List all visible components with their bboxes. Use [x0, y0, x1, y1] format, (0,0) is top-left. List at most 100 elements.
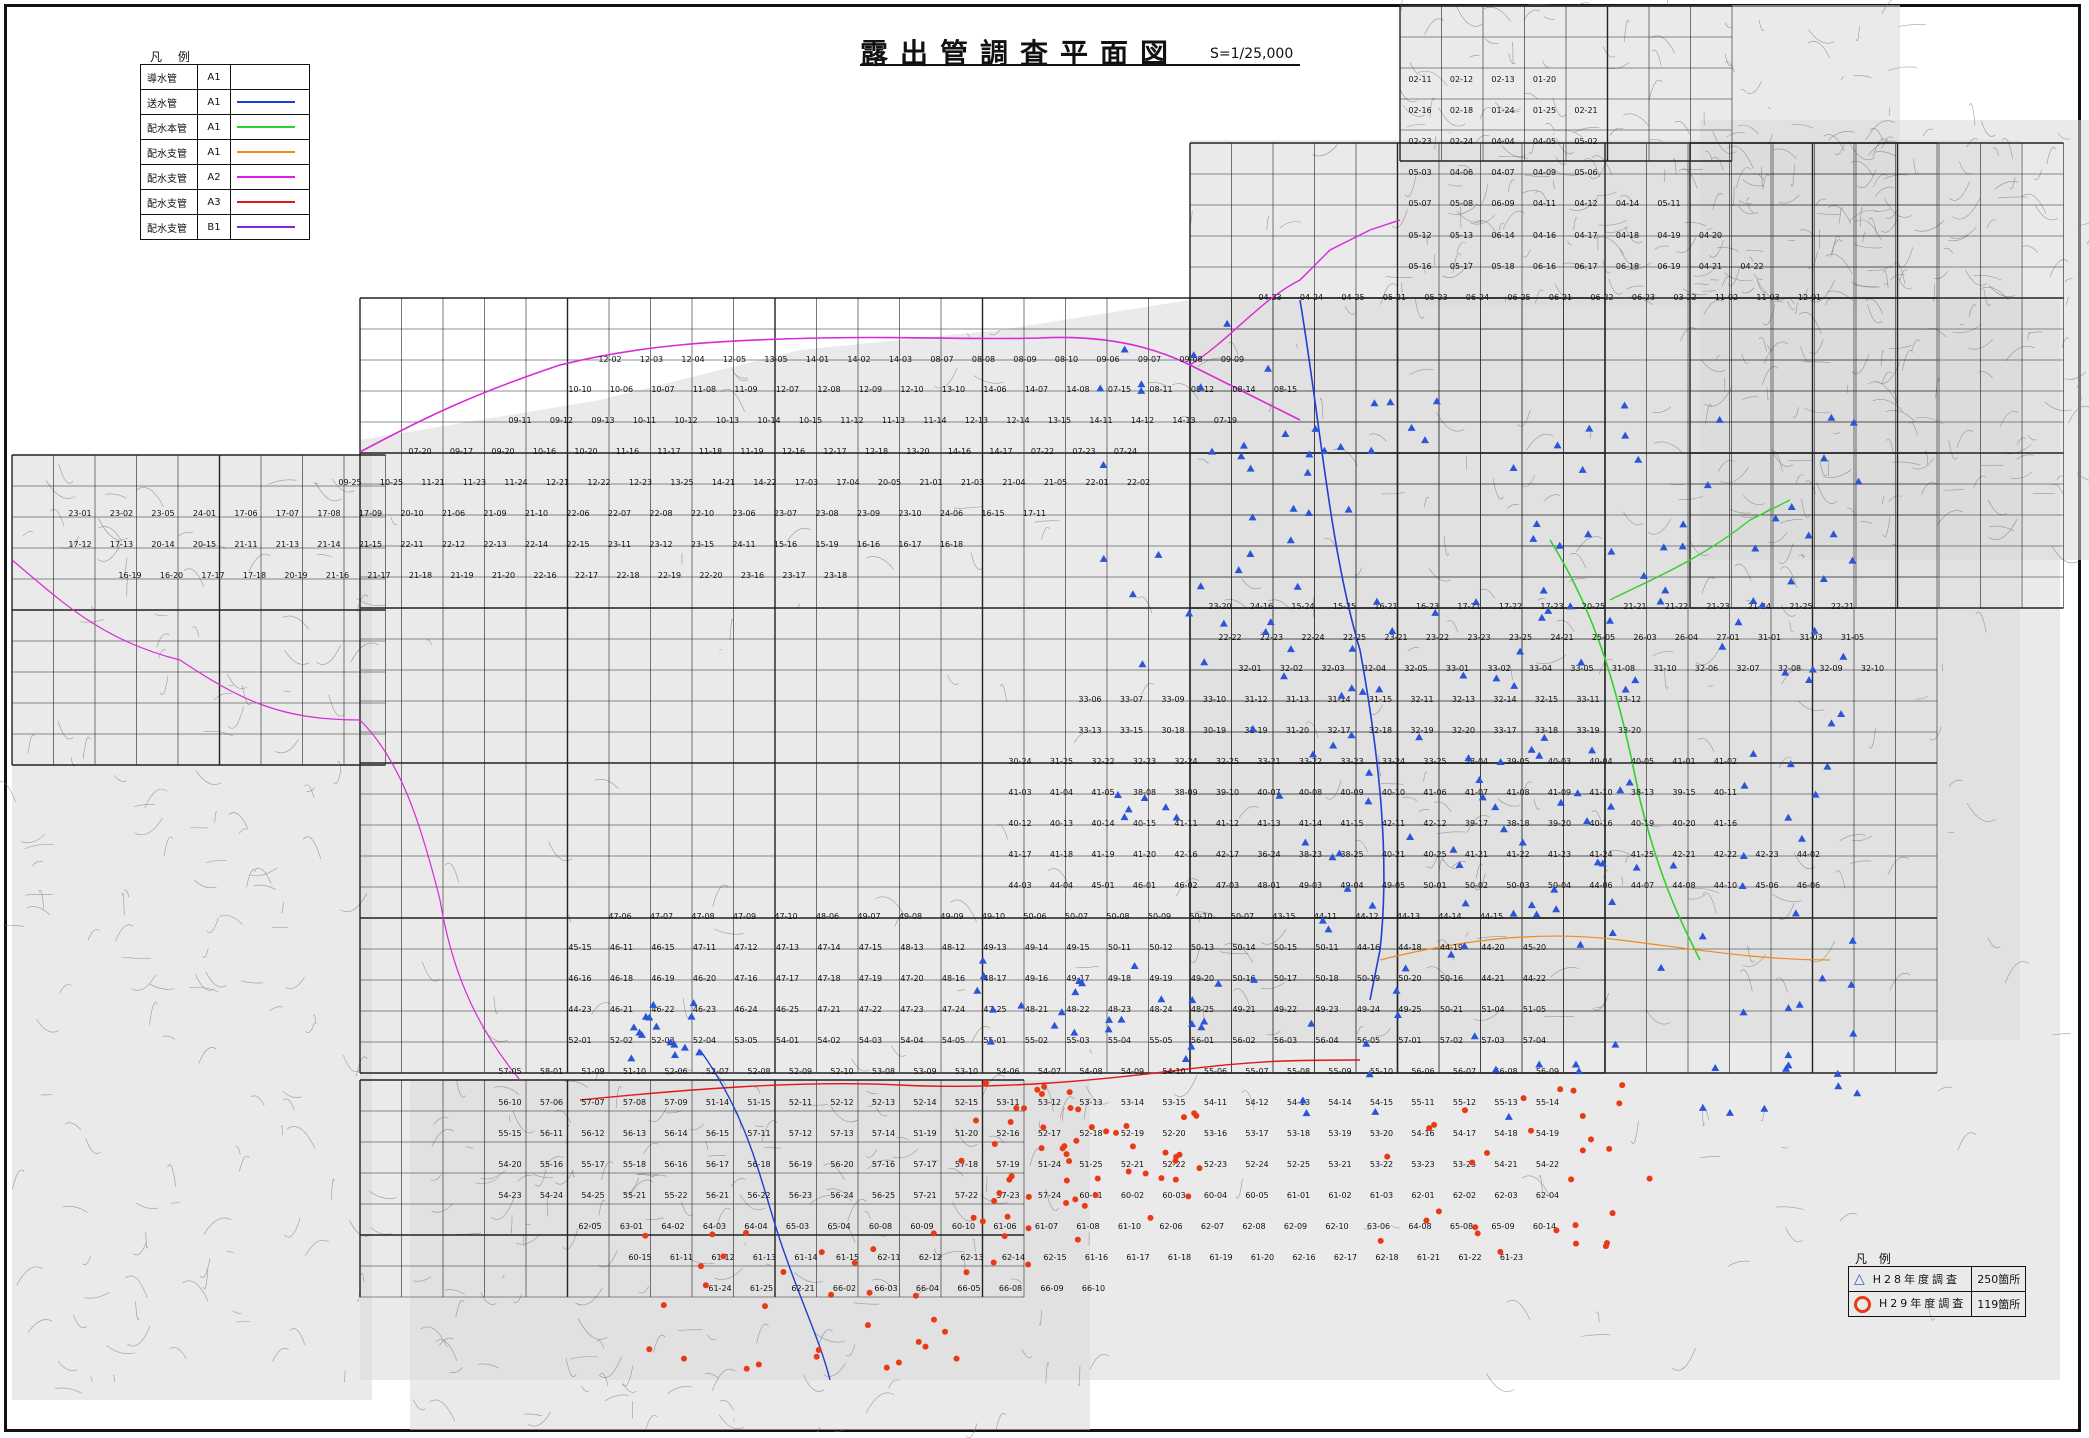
- contour-line: [1224, 942, 1253, 963]
- h28-survey-triangle-icon: [1829, 530, 1838, 538]
- sheet-label: 20-19: [284, 571, 307, 580]
- sheet-label: 12-05: [723, 355, 746, 364]
- contour-line: [851, 1058, 870, 1072]
- h28-survey-triangle-icon: [1275, 791, 1284, 799]
- contour-line: [1785, 1227, 1804, 1243]
- contour-line: [1592, 992, 1610, 1011]
- contour-line: [1598, 220, 1627, 226]
- contour-line: [280, 1124, 284, 1136]
- contour-line: [667, 1386, 693, 1394]
- pipe-type-label: 送水管: [140, 89, 198, 115]
- sheet-label: 57-05: [498, 1067, 521, 1076]
- contour-line: [2086, 240, 2089, 245]
- sheet-label: 56-06: [1411, 1067, 1434, 1076]
- h29-survey-dot-icon: [930, 1230, 937, 1237]
- contour-line: [1380, 283, 1397, 305]
- sheet-label: 32-19: [1410, 726, 1433, 735]
- sheet-label: 53-08: [872, 1067, 895, 1076]
- sheet-label: 56-23: [789, 1191, 812, 1200]
- sheet-label: 65-03: [786, 1222, 809, 1231]
- contour-line: [615, 1086, 622, 1109]
- contour-line: [1378, 754, 1382, 777]
- survey-count: 119箇所: [1971, 1291, 2027, 1317]
- contour-line: [1474, 220, 1500, 239]
- sheet-label: 60-01: [1079, 1191, 1102, 1200]
- contour-line: [1705, 404, 1713, 425]
- sheet-label: 16-21: [1374, 602, 1397, 611]
- sheet-label: 57-13: [830, 1129, 853, 1138]
- contour-line: [971, 1026, 991, 1044]
- contour-line: [681, 1201, 693, 1216]
- sheet-label: 06-18: [1616, 262, 1639, 271]
- contour-line: [236, 1320, 250, 1323]
- contour-line: [182, 1280, 209, 1302]
- contour-line: [49, 508, 65, 527]
- sheet-label: 41-20: [1133, 850, 1156, 859]
- sheet-label: 40-12: [1008, 819, 1031, 828]
- sheet-label: 41-13: [1257, 819, 1280, 828]
- h29-survey-dot-icon: [1088, 1124, 1095, 1131]
- h29-survey-dot-icon: [1497, 1248, 1504, 1255]
- sheet-label: 46-15: [651, 943, 674, 952]
- contour-line: [836, 1222, 856, 1243]
- contour-line: [1973, 475, 1987, 488]
- h28-survey-triangle-icon: [1264, 364, 1273, 372]
- sheet-label: 08-14: [1232, 385, 1255, 394]
- sheet-label: 11-03: [1756, 293, 1779, 302]
- h28-survey-triangle-icon: [1392, 986, 1401, 994]
- contour-line: [1980, 464, 2004, 467]
- contour-line: [284, 650, 310, 665]
- contour-line: [1978, 371, 1993, 379]
- contour-line: [195, 974, 215, 991]
- sheet-label: 55-02: [1025, 1036, 1048, 1045]
- sheet-label: 10-11: [633, 416, 656, 425]
- h29-survey-dot-icon: [1034, 1086, 1041, 1093]
- h28-survey-triangle-icon: [1289, 504, 1298, 512]
- contour-line: [136, 487, 164, 508]
- sheet-label: 46-18: [610, 974, 633, 983]
- contour-line: [1573, 127, 1600, 133]
- contour-line: [1859, 206, 1863, 227]
- h28-survey-triangle-icon: [1099, 554, 1108, 562]
- contour-line: [1434, 801, 1452, 813]
- map-frame: [4, 4, 2081, 1432]
- h28-survey-triangle-icon: [1187, 1042, 1196, 1050]
- contour-line: [1672, 1348, 1696, 1371]
- contour-line: [1975, 611, 1987, 633]
- h29-survey-dot-icon: [1038, 1090, 1045, 1097]
- h28-survey-triangle-icon: [1393, 1011, 1402, 1019]
- contour-line: [24, 844, 54, 850]
- sheet-label: 56-07: [1453, 1067, 1476, 1076]
- contour-line: [428, 1399, 456, 1422]
- h28-survey-triangle-icon: [1246, 464, 1255, 472]
- contour-line: [1854, 284, 1881, 288]
- h29-survey-dot-icon: [870, 1246, 877, 1253]
- sheet-label: 55-10: [1370, 1067, 1393, 1076]
- sheet-label: 44-07: [1631, 881, 1654, 890]
- contour-line: [1776, 1206, 1804, 1210]
- h29-survey-dot-icon: [1066, 1158, 1073, 1165]
- contour-line: [1778, 543, 1794, 564]
- contour-line: [1589, 431, 1592, 438]
- contour-line: [1569, 196, 1599, 211]
- h28-survey-triangle-icon: [1577, 658, 1586, 666]
- h29-survey-dot-icon: [851, 1259, 858, 1266]
- contour-line: [1898, 277, 1912, 290]
- h28-survey-triangle-icon: [1455, 861, 1464, 869]
- h29-survey-dot-icon: [941, 1328, 948, 1335]
- contour-line: [1381, 492, 1405, 495]
- sheet-label: 50-16: [1232, 974, 1255, 983]
- contour-line: [1423, 496, 1430, 508]
- h28-survey-triangle-icon: [1365, 768, 1374, 776]
- triangle-icon: △: [1854, 1271, 1865, 1287]
- sheet-label: 53-22: [1370, 1160, 1393, 1169]
- pipe-line-swatch: [230, 64, 310, 90]
- sheet-label: 16-19: [118, 571, 141, 580]
- contour-line: [1799, 229, 1816, 237]
- pipe-type-label: 配水支管: [140, 164, 198, 190]
- contour-line: [720, 389, 745, 412]
- h28-survey-triangle-icon: [1578, 465, 1587, 473]
- contour-line: [1684, 221, 1706, 227]
